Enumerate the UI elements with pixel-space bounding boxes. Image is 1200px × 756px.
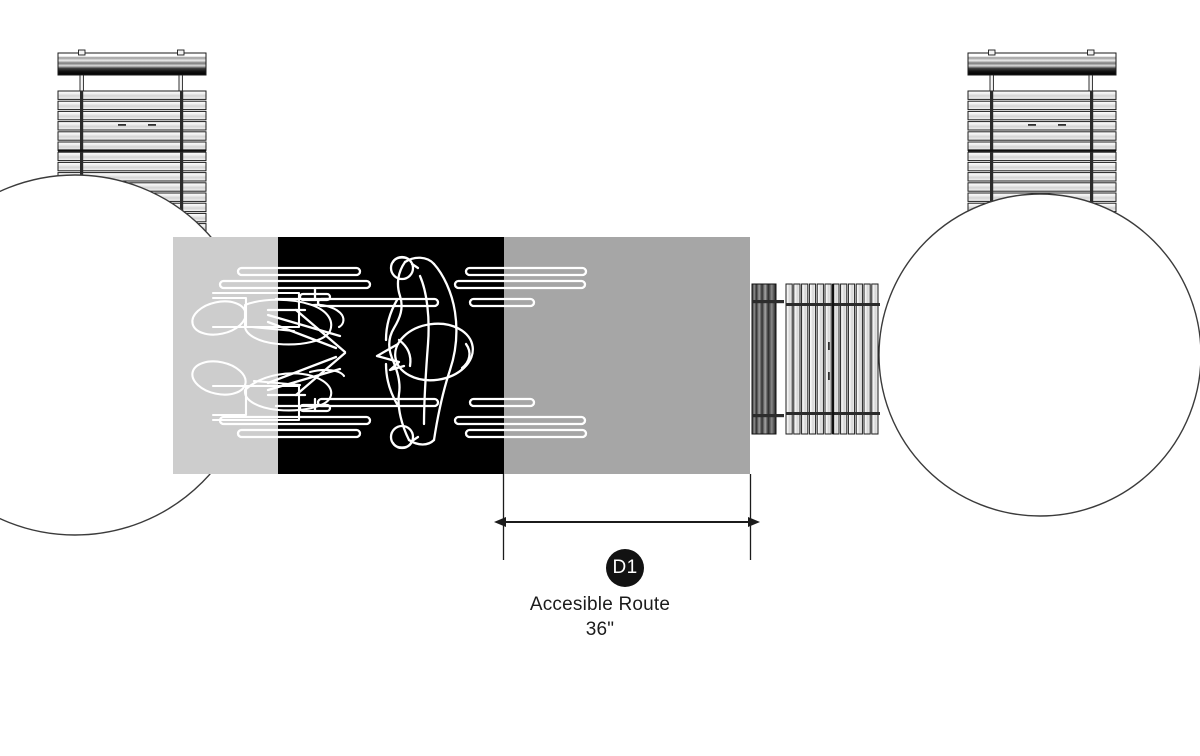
bench-center-right xyxy=(751,283,881,435)
accessible-route-zone xyxy=(504,237,750,474)
clearance-bands xyxy=(173,237,750,474)
seated-person-upper xyxy=(191,291,345,346)
wheelchair-approach-zone xyxy=(173,237,278,474)
wheelchair-user xyxy=(218,255,588,450)
dimension-accessible-route xyxy=(494,474,760,560)
round-table-right xyxy=(878,193,1200,517)
